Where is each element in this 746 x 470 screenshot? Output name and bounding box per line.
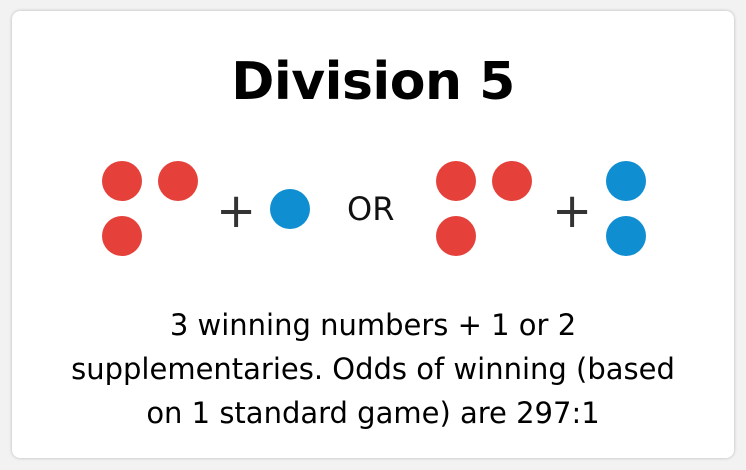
winning-ball <box>436 216 476 256</box>
supplementary-ball <box>606 216 646 256</box>
winning-ball <box>436 161 476 201</box>
division-description: 3 winning numbers + 1 or 2 supplementari… <box>32 303 714 435</box>
or-label: OR <box>347 190 395 228</box>
description-line: on 1 standard game) are 297:1 <box>146 396 600 430</box>
supplementary-ball <box>606 161 646 201</box>
supplementary-ball <box>270 189 310 229</box>
winning-ball <box>492 161 532 201</box>
description-line: supplementaries. Odds of winning (based <box>71 352 675 386</box>
plus-sign: + <box>216 183 257 239</box>
plus-sign: + <box>552 183 593 239</box>
division-title: Division 5 <box>231 52 515 112</box>
description-line: 3 winning numbers + 1 or 2 <box>169 308 577 342</box>
winning-ball <box>102 216 142 256</box>
winning-ball <box>102 161 142 201</box>
winning-ball <box>158 161 198 201</box>
division-card: Division 5 + OR + 3 winning numbers + 1 … <box>12 11 734 458</box>
